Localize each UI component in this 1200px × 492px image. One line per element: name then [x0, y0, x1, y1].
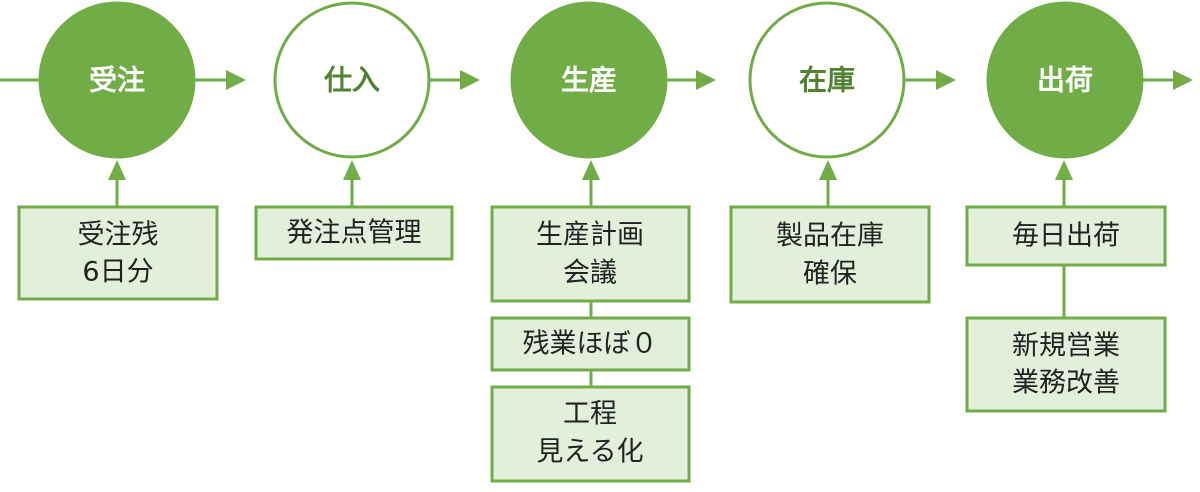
note-purchase-order-mgmt-line1: 発注点管理: [287, 218, 422, 249]
stage-purchase-label: 仕入: [323, 64, 380, 97]
arrow-1-2-icon: [226, 70, 246, 90]
note-order-backlog-line2: 6日分: [82, 257, 153, 288]
arrow-end-icon: [1173, 70, 1193, 90]
stage-inventory-label: 在庫: [799, 64, 855, 97]
note-order-backlog-line1: 受注残: [78, 220, 159, 251]
stage-order: 受注: [38, 1, 196, 159]
arrow-3-4-icon: [696, 70, 716, 90]
stage-production-label: 生産: [561, 64, 617, 97]
note-product-stock: 製品在庫 確保: [729, 205, 931, 304]
stage-shipping: 出荷: [986, 1, 1144, 159]
stage-purchase: 仕入: [273, 1, 431, 159]
note-product-stock-line1: 製品在庫: [776, 221, 884, 252]
connector-shipping-arrow-icon: [1055, 160, 1073, 180]
note-production-planning-line1: 生産計画: [536, 220, 644, 251]
note-process-visualization-line1: 工程: [563, 399, 617, 430]
connector-production-arrow-icon: [582, 160, 600, 180]
connector-order-arrow-icon: [108, 160, 126, 180]
stage-inventory: 在庫: [748, 1, 906, 159]
arrow-4-5-icon: [936, 70, 956, 90]
note-purchase-order-mgmt: 発注点管理: [254, 205, 454, 261]
note-daily-shipping-line1: 毎日出荷: [1012, 221, 1120, 252]
note-new-sales-line2: 業務改善: [1012, 368, 1120, 399]
note-overtime-line1: 残業ほぼ０: [523, 329, 658, 360]
note-process-visualization-line2: 見える化: [536, 437, 643, 468]
note-order-backlog: 受注残 6日分: [17, 205, 219, 301]
connector-purchase-arrow-icon: [343, 160, 361, 180]
note-production-planning-line2: 会議: [563, 258, 617, 289]
stage-production: 生産: [510, 1, 668, 159]
note-new-sales: 新規営業 業務改善: [965, 316, 1167, 413]
note-production-planning: 生産計画 会議: [490, 205, 691, 303]
main-flow: [0, 70, 1193, 90]
note-new-sales-line1: 新規営業: [1012, 331, 1120, 362]
note-overtime: 残業ほぼ０: [490, 316, 691, 372]
stage-shipping-label: 出荷: [1037, 64, 1093, 97]
arrow-2-3-icon: [460, 70, 480, 90]
note-process-visualization: 工程 見える化: [490, 385, 691, 483]
connector-inventory-arrow-icon: [819, 160, 837, 180]
stage-order-label: 受注: [89, 64, 145, 97]
note-daily-shipping: 毎日出荷: [965, 205, 1167, 267]
note-product-stock-line2: 確保: [803, 259, 857, 290]
